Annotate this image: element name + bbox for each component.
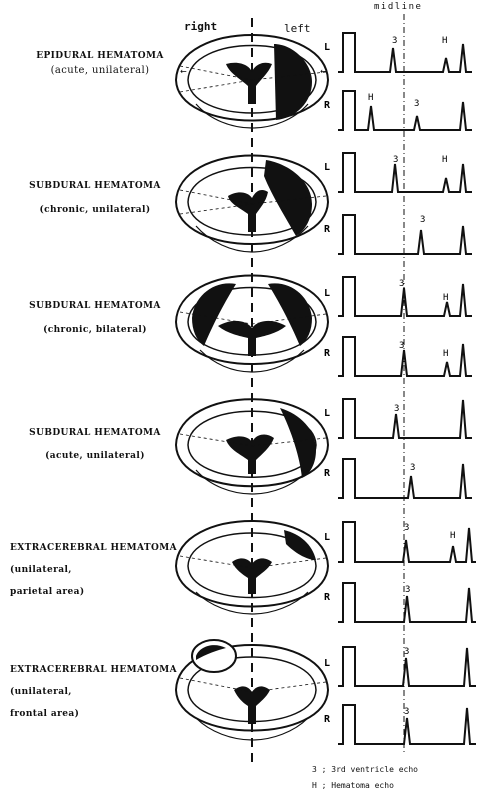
svg-text:3: 3 bbox=[404, 647, 409, 657]
echo-trace-p1-L bbox=[338, 33, 472, 72]
svg-text:3: 3 bbox=[420, 215, 425, 225]
panel-2-L: L bbox=[324, 162, 330, 173]
echo-trace-p4-R bbox=[338, 459, 472, 498]
panel-3-L: L bbox=[324, 288, 330, 299]
svg-text:←: ← bbox=[180, 67, 187, 76]
svg-text:3: 3 bbox=[393, 155, 398, 165]
echo-trace-p2-R bbox=[338, 215, 472, 254]
svg-text:3: 3 bbox=[394, 404, 399, 414]
svg-text:H: H bbox=[443, 349, 448, 359]
panel-6-R: R bbox=[324, 714, 331, 725]
svg-text:3: 3 bbox=[410, 463, 415, 473]
panel-5-L: L bbox=[324, 532, 330, 543]
svg-text:H: H bbox=[442, 155, 447, 165]
echo-trace-p2-L bbox=[338, 153, 472, 192]
svg-text:←: ← bbox=[320, 67, 327, 76]
svg-text:3: 3 bbox=[414, 99, 419, 109]
svg-text:3: 3 bbox=[392, 36, 397, 46]
svg-text:H: H bbox=[368, 93, 373, 103]
panel-1-R: R bbox=[324, 100, 331, 111]
echo-trace-p3-L bbox=[338, 277, 472, 316]
svg-text:H: H bbox=[442, 36, 447, 46]
panel-2-R: R bbox=[324, 224, 331, 235]
svg-text:H: H bbox=[443, 293, 448, 303]
svg-text:H: H bbox=[450, 531, 455, 541]
svg-text:3: 3 bbox=[404, 707, 409, 717]
echo-trace-p3-R bbox=[338, 337, 472, 376]
svg-text:3: 3 bbox=[399, 341, 404, 351]
echo-trace-p1-R bbox=[338, 91, 472, 130]
svg-text:3: 3 bbox=[399, 279, 404, 289]
svg-text:3: 3 bbox=[405, 585, 410, 595]
panel-6-L: L bbox=[324, 658, 330, 669]
svg-text:3: 3 bbox=[404, 523, 409, 533]
panel-5-R: R bbox=[324, 592, 331, 603]
echo-trace-p4-L bbox=[338, 399, 472, 438]
panel-1-L: L bbox=[324, 42, 330, 53]
panel-4-R: R bbox=[324, 468, 331, 479]
panel-4-L: L bbox=[324, 408, 330, 419]
panel-3-R: R bbox=[324, 348, 331, 359]
